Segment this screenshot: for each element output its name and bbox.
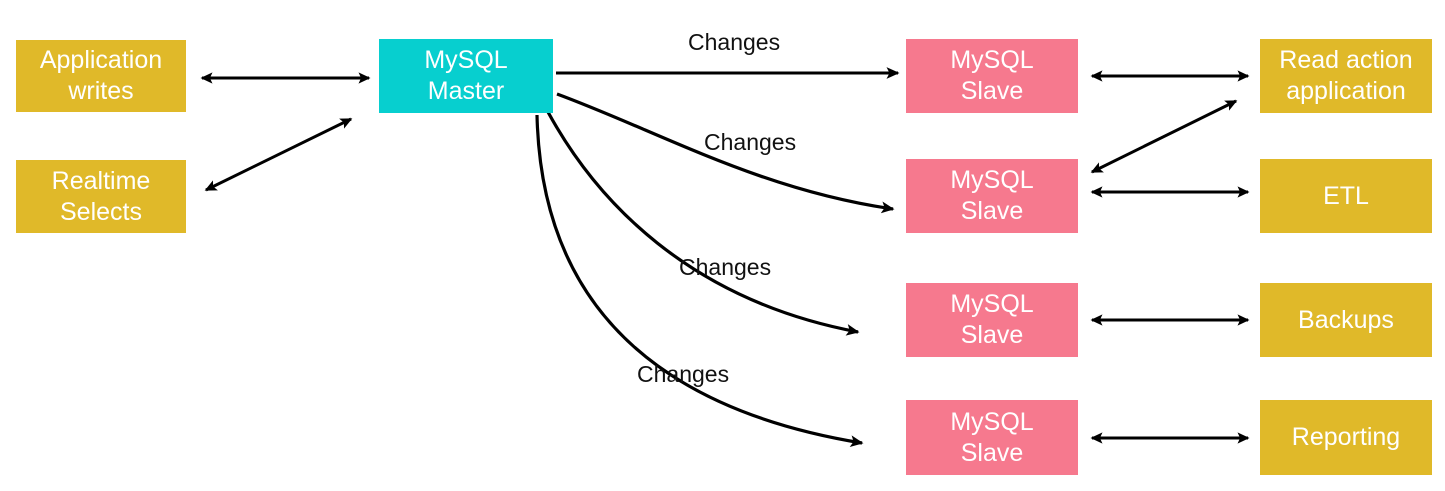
edge-realtime-selects-to-master	[204, 117, 353, 192]
edge-master-to-slave-3	[546, 111, 860, 336]
edge-slave-2-to-read-action	[1090, 99, 1238, 174]
edge-label-changes-3: Changes	[679, 254, 772, 280]
node-reporting[interactable]: Reporting	[1260, 400, 1432, 475]
node-etl[interactable]: ETL	[1260, 159, 1432, 233]
edge-label-changes-1: Changes	[688, 29, 781, 55]
edge-label-changes-2: Changes	[704, 129, 797, 155]
node-mysql-slave-3[interactable]: MySQL Slave	[906, 283, 1078, 357]
node-mysql-slave-2[interactable]: MySQL Slave	[906, 159, 1078, 233]
node-mysql-master[interactable]: MySQL Master	[379, 39, 553, 113]
node-application-writes[interactable]: Application writes	[16, 40, 186, 112]
node-backups[interactable]: Backups	[1260, 283, 1432, 357]
node-mysql-slave-1[interactable]: MySQL Slave	[906, 39, 1078, 113]
node-realtime-selects[interactable]: Realtime Selects	[16, 160, 186, 233]
node-read-action-application[interactable]: Read action application	[1260, 39, 1432, 113]
edge-label-changes-4: Changes	[637, 361, 730, 387]
node-mysql-slave-4[interactable]: MySQL Slave	[906, 400, 1078, 475]
